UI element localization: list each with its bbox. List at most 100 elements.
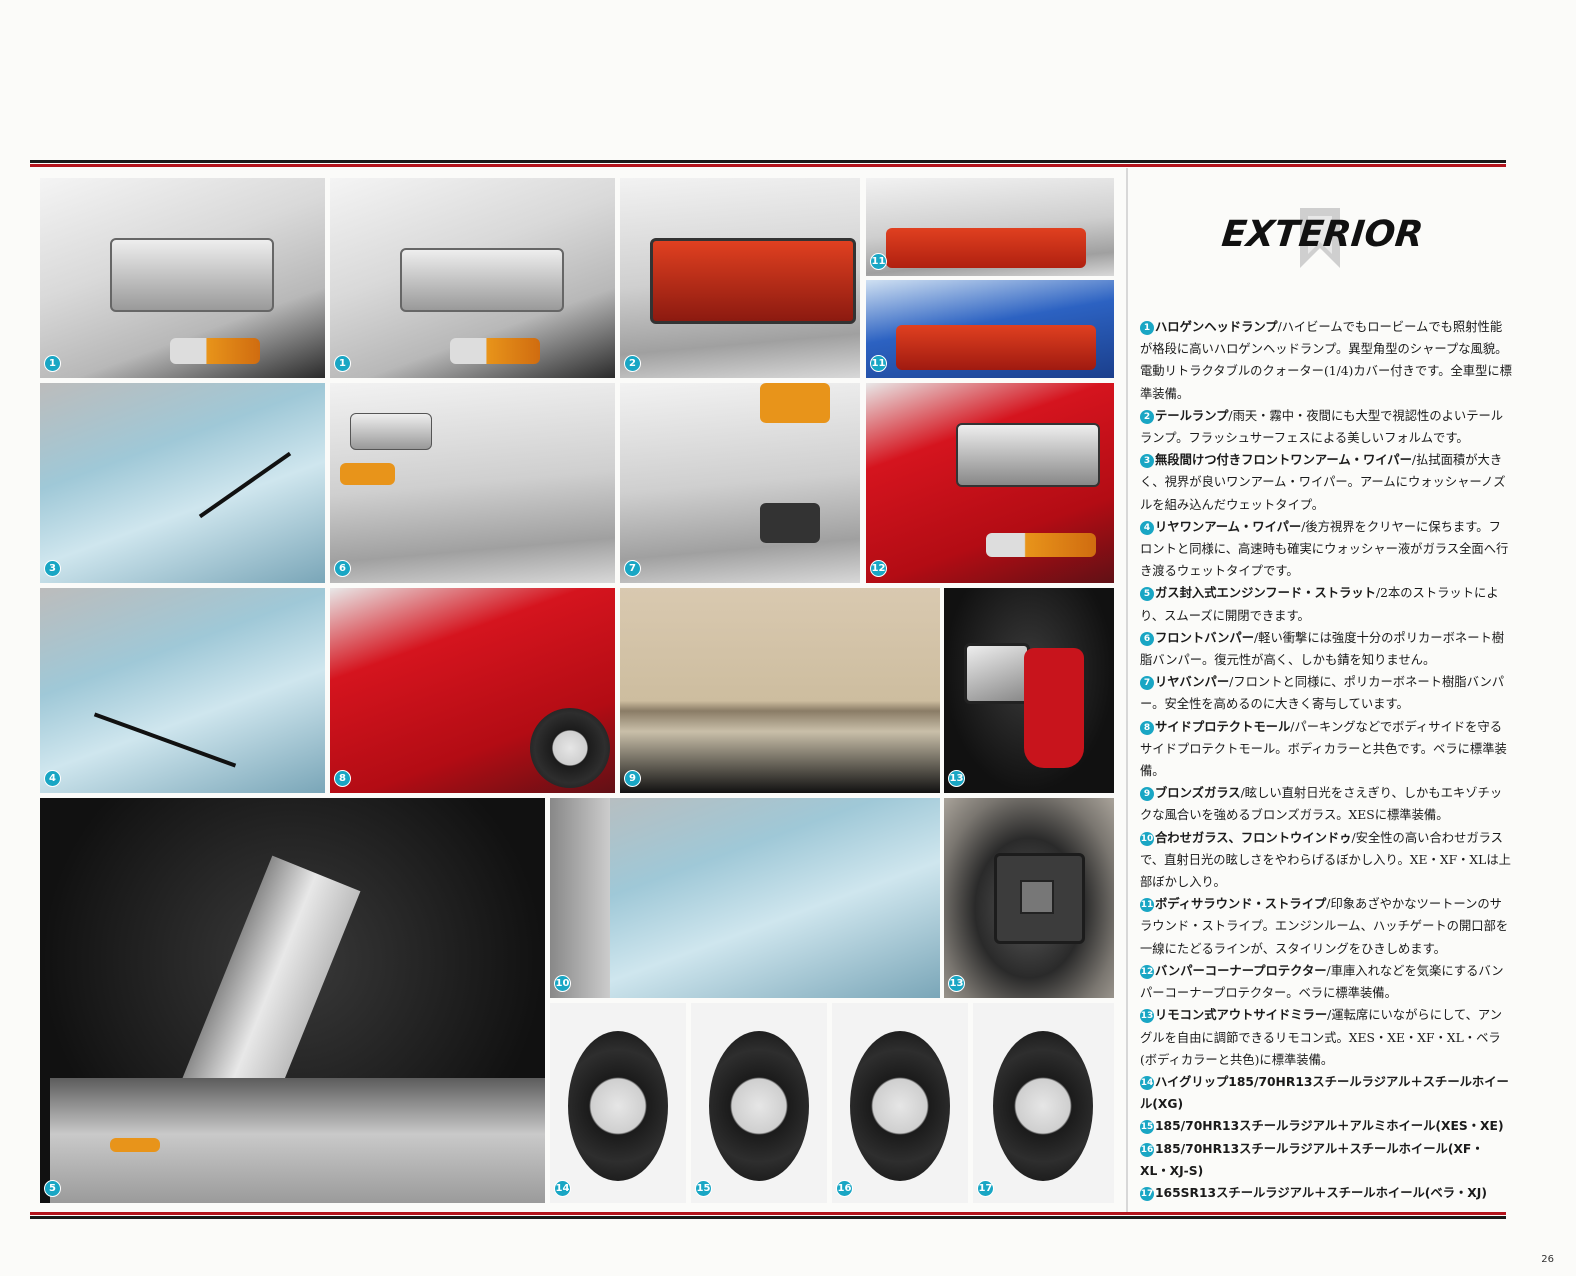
photo-laminated-glass: 10 (550, 798, 940, 998)
photo-number: 4 (44, 770, 61, 787)
feature-number: 12 (1140, 964, 1154, 979)
photo-number: 11 (870, 253, 887, 270)
photo-number: 6 (334, 560, 351, 577)
feature-title: リヤワンアーム・ワイパー (1155, 519, 1302, 534)
photo-tire-17: 17 (973, 1003, 1114, 1203)
photo-number: 15 (695, 1180, 712, 1197)
photo-number: 13 (948, 975, 965, 992)
feature-description: /運転席にいながらにして、アングルを自由に調節できるリモコン式。XES・XE・X… (1140, 1008, 1502, 1067)
feature-number: 1 (1140, 321, 1154, 335)
feature-number: 3 (1140, 454, 1154, 469)
feature-number: 8 (1140, 720, 1154, 735)
feature-title: 合わせガラス、フロントウインドゥ (1155, 830, 1352, 845)
feature-title: 165SR13スチールラジアル＋スチールホイール(ベラ・XJ) (1155, 1185, 1487, 1200)
photo-number: 8 (334, 770, 351, 787)
feature-description: /フロントと同様に、ポリカーボネート樹脂バンパー。安全性を高めるのに大きく寄与し… (1140, 675, 1505, 712)
feature-description: /安全性の高い合わせガラスで、直射日光の眩しさをやわらげるぼかし入り。XE・XF… (1140, 830, 1511, 890)
photo-number: 1 (334, 355, 351, 372)
photo-number: 14 (554, 1180, 571, 1197)
photo-number: 11 (870, 355, 887, 372)
feature-number: 4 (1140, 520, 1154, 535)
column-divider (1126, 168, 1128, 1212)
feature-number: 15 (1140, 1120, 1154, 1135)
photo-stripe-blue: 11 (866, 280, 1114, 378)
feature-number: 14 (1140, 1075, 1154, 1090)
photo-corner-protector: 12 (866, 383, 1114, 583)
photo-rear-bumper: 7 (620, 383, 860, 583)
photo-bronze-glass: 9 (620, 588, 940, 793)
feature-title: 185/70HR13スチールラジアル＋スチールホイール(XF・XL・XJ-S) (1140, 1141, 1484, 1178)
feature-description: /ハイビームでもロービームでも照射性能が格段に高いハロゲンヘッドランプ。異型角型… (1140, 320, 1512, 401)
photo-number: 13 (948, 770, 965, 787)
photo-number: 9 (624, 770, 641, 787)
feature-description: /車庫入れなどを気楽にするバンパーコーナープロテクター。ベラに標準装備。 (1140, 963, 1504, 1001)
feature-title: 無段間けつ付きフロントワンアーム・ワイパー (1155, 453, 1412, 468)
feature-number: 5 (1140, 587, 1154, 602)
feature-description: /払拭面積が大きく、視界が良いワンアーム・ワイパー。アームにウォッシャーノズルを… (1140, 453, 1506, 512)
feature-description: /2本のストラットにより、スムーズに開閉できます。 (1140, 586, 1499, 623)
photo-side-molding: 8 (330, 588, 615, 793)
feature-title: ガス封入式エンジンフード・ストラット (1155, 586, 1376, 601)
photo-grid: 1 1 2 11 11 3 6 7 12 4 (30, 168, 1126, 1212)
feature-number: 11 (1140, 898, 1154, 913)
feature-number: 10 (1140, 831, 1154, 846)
photo-rear-wiper: 4 (40, 588, 325, 793)
feature-description: /雨天・霧中・夜間にも大型で視認性のよいテールランプ。フラッシュサーフェスによる… (1140, 408, 1504, 446)
photo-number: 16 (836, 1180, 853, 1197)
exterior-logo-mark (1300, 208, 1340, 268)
photo-mirror-switch: 13 (944, 798, 1114, 998)
feature-description: /印象あざやかなツートーンのサラウンド・ストライプ。エンジンルーム、ハッチゲート… (1140, 897, 1509, 956)
top-rule (30, 160, 1506, 168)
feature-title: バンパーコーナープロテクター (1155, 963, 1327, 978)
feature-description: /パーキングなどでボディサイドを守るサイドプロテクトモール。ボディカラーと共色で… (1140, 719, 1507, 779)
photo-number: 5 (44, 1180, 61, 1197)
photo-number: 3 (44, 560, 61, 577)
feature-title: ハイグリップ185/70HR13スチールラジアル＋スチールホイール(XG) (1140, 1074, 1509, 1112)
photo-number: 10 (554, 975, 571, 992)
feature-number: 16 (1140, 1142, 1154, 1157)
feature-number: 17 (1140, 1186, 1154, 1201)
feature-title: テールランプ (1155, 408, 1229, 423)
feature-title: フロントバンパー (1155, 630, 1254, 645)
feature-title: 185/70HR13スチールラジアル＋アルミホイール(XES・XE) (1155, 1119, 1504, 1134)
photo-headlamp-1: 1 (40, 178, 325, 378)
exterior-heading: EXTERIOR (1219, 214, 1426, 255)
photo-number: 17 (977, 1180, 994, 1197)
feature-title: ボディサラウンド・ストライプ (1155, 897, 1327, 912)
photo-hood-strut: 5 (40, 798, 545, 1203)
feature-title: リモコン式アウトサイドミラー (1155, 1008, 1328, 1023)
photo-front-bumper: 6 (330, 383, 615, 583)
photo-number: 12 (870, 560, 887, 577)
feature-title: サイドプロテクトモール (1155, 719, 1291, 734)
photo-remote-mirror: 13 (944, 588, 1114, 793)
photo-front-wiper: 3 (40, 383, 325, 583)
photo-tire-16: 16 (832, 1003, 968, 1203)
feature-number: 2 (1140, 409, 1154, 424)
feature-number: 6 (1140, 631, 1154, 646)
photo-stripe-silver: 11 (866, 178, 1114, 276)
photo-number: 2 (624, 355, 641, 372)
photo-headlamp-2: 1 (330, 178, 615, 378)
feature-title: リヤバンパー (1155, 675, 1230, 690)
feature-number: 13 (1140, 1009, 1154, 1024)
feature-description: /後方視界をクリヤーに保ちます。フロントと同様に、高速時も確実にウォッシャー液が… (1140, 519, 1509, 579)
page-number: 26 (1541, 1254, 1554, 1265)
feature-number: 7 (1140, 676, 1154, 691)
